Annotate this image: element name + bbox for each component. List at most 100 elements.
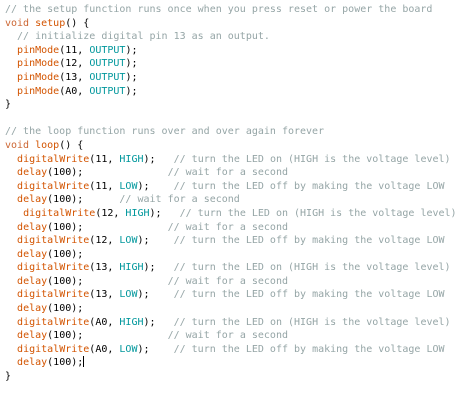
code-token-function: delay: [17, 303, 48, 315]
code-line[interactable]: }: [5, 370, 457, 384]
code-token-function: loop: [35, 139, 60, 151]
code-token-comment: // the setup function runs once when you…: [5, 4, 433, 15]
code-token-function: digitalWrite: [17, 343, 90, 355]
code-line[interactable]: digitalWrite(13, LOW); // turn the LED o…: [5, 288, 457, 302]
code-token-plain: () {: [59, 139, 84, 151]
code-token-constant: OUTPUT: [89, 44, 126, 56]
code-token-plain: [5, 249, 17, 260]
code-token-comment: // turn the LED off by making the voltag…: [173, 289, 445, 301]
code-line[interactable]: delay(100);: [5, 248, 457, 262]
code-line[interactable]: digitalWrite(A0, LOW); // turn the LED o…: [5, 343, 457, 357]
code-token-plain: [5, 262, 17, 273]
code-token-plain: );: [137, 289, 174, 301]
text-cursor: [83, 356, 85, 368]
code-token-plain: (11,: [89, 153, 120, 165]
code-token-constant: LOW: [119, 235, 138, 247]
code-token-plain: [5, 330, 17, 341]
code-token-plain: }: [5, 99, 12, 111]
code-token-plain: (12,: [95, 207, 126, 219]
code-line[interactable]: digitalWrite(A0, HIGH); // turn the LED …: [5, 316, 457, 330]
code-token-plain: [5, 289, 17, 300]
code-token-constant: LOW: [119, 289, 138, 301]
code-token-plain: (A0,: [89, 316, 120, 328]
code-token-comment: // turn the LED on (HIGH is the voltage …: [173, 262, 451, 274]
code-token-plain: [5, 317, 17, 328]
code-line[interactable]: digitalWrite(11, LOW); // turn the LED o…: [5, 180, 457, 194]
code-token-plain: [5, 208, 23, 219]
code-token-constant: HIGH: [119, 262, 144, 274]
code-line[interactable]: // the loop function runs over and over …: [5, 125, 457, 139]
code-line[interactable]: pinMode(12, OUTPUT);: [5, 57, 457, 71]
code-token-plain: (13,: [59, 71, 90, 83]
code-token-plain: (100);: [47, 357, 84, 369]
code-token-plain: [5, 72, 17, 83]
code-line[interactable]: digitalWrite(11, HIGH); // turn the LED …: [5, 153, 457, 167]
code-token-comment: // the loop function runs over and over …: [5, 126, 325, 138]
code-line[interactable]: delay(100); // wait for a second: [5, 166, 457, 180]
code-token-plain: (100);: [47, 221, 168, 233]
code-line[interactable]: pinMode(11, OUTPUT);: [5, 44, 457, 58]
code-token-function: pinMode: [17, 44, 60, 56]
code-token-plain: (A0,: [89, 343, 120, 355]
code-token-function: pinMode: [17, 58, 60, 70]
code-token-plain: );: [125, 71, 138, 83]
code-line[interactable]: }: [5, 98, 457, 112]
code-token-plain: );: [143, 153, 174, 165]
code-token-comment: // turn the LED off by making the voltag…: [173, 180, 445, 192]
code-line[interactable]: void loop() {: [5, 139, 457, 153]
code-token-keyword: void: [5, 139, 30, 151]
code-token-plain: [5, 222, 17, 233]
code-token-constant: OUTPUT: [89, 58, 126, 70]
code-text-area[interactable]: // the setup function runs once when you…: [5, 3, 457, 384]
code-token-function: digitalWrite: [17, 153, 90, 165]
code-token-comment: // wait for a second: [167, 167, 288, 179]
code-token-plain: (100);: [47, 303, 84, 315]
code-token-keyword: void: [5, 17, 30, 29]
code-token-function: digitalWrite: [23, 207, 96, 219]
code-token-plain: (100);: [47, 330, 168, 342]
code-token-plain: (100);: [47, 167, 168, 179]
code-token-comment: // wait for a second: [167, 275, 288, 287]
code-token-plain: );: [125, 58, 138, 70]
code-token-plain: (100);: [47, 275, 168, 287]
code-token-function: delay: [17, 167, 48, 179]
code-token-plain: [5, 194, 17, 205]
code-token-function: delay: [17, 330, 48, 342]
code-token-function: digitalWrite: [17, 235, 90, 247]
code-token-plain: [5, 357, 17, 368]
code-token-comment: // initialize digital pin 13 as an outpu…: [5, 31, 270, 43]
code-line[interactable]: digitalWrite(12, HIGH); // turn the LED …: [5, 207, 457, 221]
code-token-plain: );: [143, 262, 174, 274]
code-line[interactable]: digitalWrite(12, LOW); // turn the LED o…: [5, 234, 457, 248]
code-line[interactable]: delay(100); // wait for a second: [5, 193, 457, 207]
code-token-plain: );: [149, 207, 180, 219]
code-token-plain: [5, 45, 17, 56]
code-token-function: delay: [17, 357, 48, 369]
code-line[interactable]: pinMode(A0, OUTPUT);: [5, 85, 457, 99]
code-line[interactable]: delay(100); // wait for a second: [5, 329, 457, 343]
code-line[interactable]: delay(100);: [5, 302, 457, 316]
code-token-plain: () {: [65, 17, 90, 29]
code-token-plain: (A0,: [59, 85, 90, 97]
code-token-function: delay: [17, 275, 48, 287]
code-token-plain: (12,: [59, 58, 90, 70]
code-line[interactable]: [5, 112, 457, 126]
code-line[interactable]: void setup() {: [5, 17, 457, 31]
code-line[interactable]: delay(100); // wait for a second: [5, 275, 457, 289]
code-line[interactable]: pinMode(13, OUTPUT);: [5, 71, 457, 85]
code-token-plain: );: [137, 180, 174, 192]
code-token-plain: [5, 344, 17, 355]
code-line[interactable]: delay(100);: [5, 356, 457, 370]
code-token-comment: // turn the LED on (HIGH is the voltage …: [173, 316, 451, 328]
code-token-comment: // wait for a second: [119, 194, 240, 206]
code-token-constant: HIGH: [119, 316, 144, 328]
code-token-function: delay: [17, 221, 48, 233]
code-token-plain: (11,: [59, 44, 90, 56]
code-line[interactable]: // the setup function runs once when you…: [5, 3, 457, 17]
code-token-comment: // turn the LED off by making the voltag…: [173, 343, 445, 355]
code-token-constant: OUTPUT: [89, 71, 126, 83]
code-line[interactable]: // initialize digital pin 13 as an outpu…: [5, 30, 457, 44]
code-line[interactable]: digitalWrite(13, HIGH); // turn the LED …: [5, 261, 457, 275]
code-line[interactable]: delay(100); // wait for a second: [5, 221, 457, 235]
